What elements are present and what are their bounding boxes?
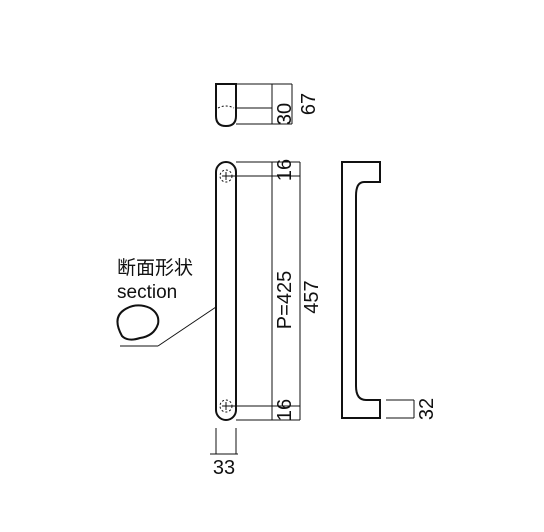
dim-pitch: P=425 bbox=[274, 271, 296, 329]
width-dimension bbox=[210, 428, 238, 455]
section-label-jp: 断面形状 bbox=[117, 257, 193, 279]
front-view-dimensions bbox=[230, 161, 301, 421]
dim-width: 33 bbox=[213, 457, 235, 479]
dim-side-depth: 32 bbox=[416, 398, 438, 420]
section-leader-line-diagonal bbox=[157, 306, 217, 347]
section-shape bbox=[116, 304, 160, 341]
dim-overall-length: 457 bbox=[301, 280, 323, 313]
side-view bbox=[341, 161, 415, 419]
front-view-bar bbox=[215, 161, 237, 421]
dim-end-inner: 30 bbox=[274, 103, 296, 125]
section-label-en: section bbox=[117, 282, 177, 303]
end-view bbox=[215, 83, 293, 128]
dim-hole-offset-top: 16 bbox=[274, 159, 296, 181]
dim-hole-offset-bottom: 16 bbox=[274, 399, 296, 421]
dim-end-height: 67 bbox=[298, 93, 320, 115]
